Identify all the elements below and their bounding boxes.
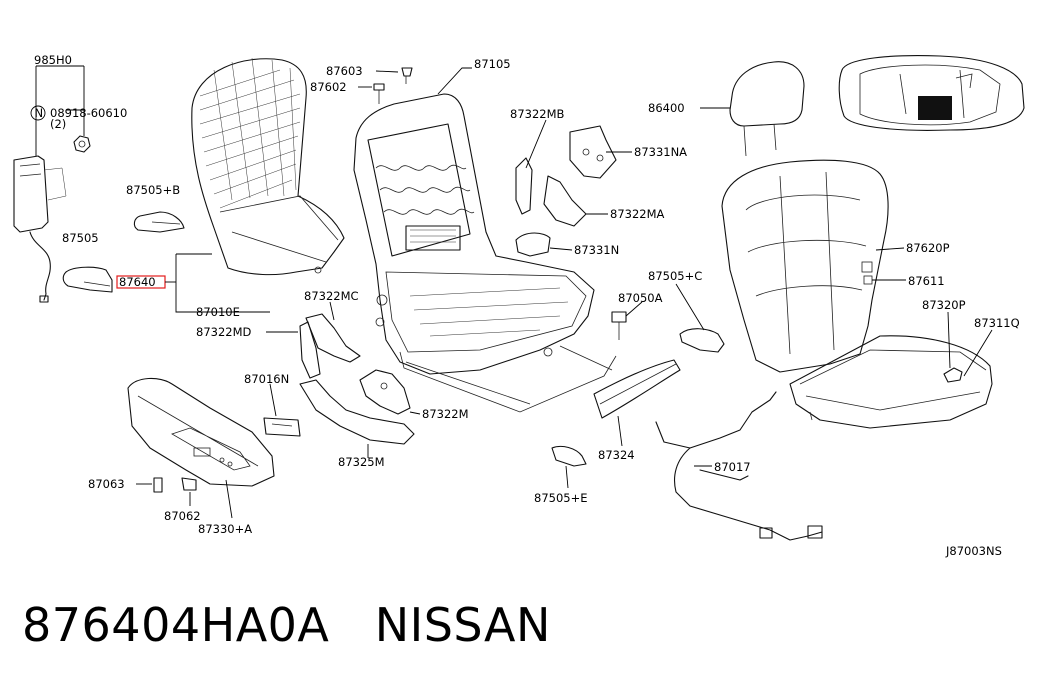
trim-87322m bbox=[359, 369, 421, 415]
label-87105: 87105 bbox=[474, 57, 511, 71]
label-87062: 87062 bbox=[164, 509, 201, 523]
label-87010e: 87010E bbox=[196, 305, 240, 319]
label-87603: 87603 bbox=[326, 64, 363, 78]
part-number-caption: 876404HA0A NISSAN bbox=[22, 598, 551, 652]
cover-87505e bbox=[551, 445, 587, 489]
side-finisher-87330a bbox=[127, 377, 275, 519]
label-87330a: 87330+A bbox=[198, 522, 252, 536]
label-87325m: 87325M bbox=[338, 455, 385, 469]
highlighted-part-87640 bbox=[116, 275, 176, 289]
headrest-86400 bbox=[700, 61, 805, 157]
seatback-pad-87010e bbox=[175, 57, 345, 313]
label-87611: 87611 bbox=[908, 274, 945, 288]
trim-87322mb bbox=[515, 119, 547, 215]
diagram-reference-code: J87003NS bbox=[945, 544, 1002, 558]
label-87620p: 87620P bbox=[906, 241, 950, 255]
label-985h0: 985H0 bbox=[34, 53, 72, 67]
label-87017: 87017 bbox=[714, 460, 751, 474]
seat-frame-87105 bbox=[353, 67, 617, 413]
cover-87505c bbox=[675, 283, 725, 353]
bracket-87331na bbox=[569, 125, 632, 179]
label-87505c: 87505+C bbox=[648, 269, 702, 283]
label-87016n: 87016N bbox=[244, 372, 289, 386]
cover-87505 bbox=[62, 266, 113, 293]
label-87505e: 87505+E bbox=[534, 491, 588, 505]
cover-87505b bbox=[133, 211, 185, 233]
vehicle-location-icon bbox=[838, 55, 1025, 131]
bolt-87050a bbox=[611, 301, 643, 340]
bracket-87331n bbox=[515, 232, 573, 257]
trim-87322ma bbox=[543, 175, 608, 227]
part-labels: 985H0 N 08918-60610 (2) 87505+B 87505 87… bbox=[34, 53, 1020, 558]
fastener-87603 bbox=[375, 67, 413, 84]
trim-87325m bbox=[299, 379, 415, 458]
harness-87017 bbox=[655, 391, 823, 541]
label-87320p: 87320P bbox=[922, 298, 966, 312]
label-08918-60610: 08918-60610 bbox=[50, 106, 127, 120]
label-87331na: 87331NA bbox=[634, 145, 687, 159]
seat-trim-assembly bbox=[721, 159, 993, 429]
label-87505b: 87505+B bbox=[126, 183, 180, 197]
circled-n-symbol: N bbox=[35, 106, 44, 120]
trim-87322mc bbox=[305, 301, 361, 363]
cap-87063 bbox=[136, 477, 163, 493]
label-08918-quantity: (2) bbox=[50, 117, 66, 131]
label-87322mc: 87322MC bbox=[304, 289, 359, 303]
label-87331n: 87331N bbox=[574, 243, 619, 257]
trim-87322md bbox=[266, 321, 321, 379]
label-87063: 87063 bbox=[88, 477, 125, 491]
label-87324: 87324 bbox=[598, 448, 635, 462]
knob-87062 bbox=[181, 477, 197, 506]
bolt-87602 bbox=[358, 83, 385, 104]
label-87050a: 87050A bbox=[618, 291, 663, 305]
label-86400: 86400 bbox=[648, 101, 685, 115]
trim-87324 bbox=[593, 359, 681, 447]
label-87322m: 87322M bbox=[422, 407, 469, 421]
switch-87016n bbox=[263, 383, 301, 437]
label-87322mb: 87322MB bbox=[510, 107, 565, 121]
label-87640-highlighted: 87640 bbox=[119, 275, 156, 289]
label-87505: 87505 bbox=[62, 231, 99, 245]
airbag-module-985h0 bbox=[13, 65, 91, 303]
label-87322ma: 87322MA bbox=[610, 207, 665, 221]
label-87602: 87602 bbox=[310, 80, 347, 94]
label-87311q: 87311Q bbox=[974, 316, 1020, 330]
label-87322md: 87322MD bbox=[196, 325, 252, 339]
